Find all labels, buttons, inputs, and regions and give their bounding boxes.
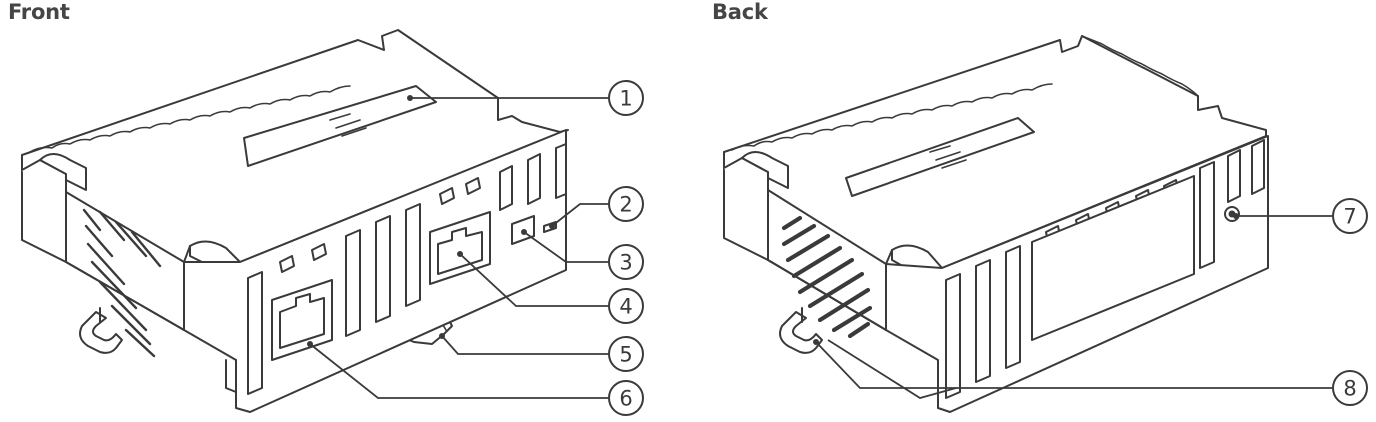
callout-6: 6 xyxy=(307,341,644,416)
callout-1: 1 xyxy=(407,80,644,116)
front-vent-slots xyxy=(82,208,162,358)
callout-5: 5 xyxy=(439,333,644,372)
front-face-fins xyxy=(247,143,567,395)
callout-7: 7 xyxy=(1233,198,1368,234)
callout-4-label: 4 xyxy=(619,295,632,319)
callout-8: 8 xyxy=(813,339,1368,406)
front-device-illustration xyxy=(21,29,569,413)
callout-2-label: 2 xyxy=(619,193,632,217)
callout-3-label: 3 xyxy=(619,251,632,275)
back-vent-slots xyxy=(781,215,873,339)
back-device-illustration xyxy=(723,35,1269,413)
callout-8-label: 8 xyxy=(1343,377,1356,401)
callout-7-label: 7 xyxy=(1343,205,1356,229)
callout-5-label: 5 xyxy=(619,343,632,367)
callout-1-label: 1 xyxy=(619,87,632,111)
callout-3: 3 xyxy=(521,229,644,280)
back-face-fins xyxy=(945,139,1265,399)
callout-6-label: 6 xyxy=(619,387,632,411)
callout-4: 4 xyxy=(457,251,644,324)
callout-2: 2 xyxy=(549,186,644,229)
back-view-heading: Back xyxy=(712,0,768,24)
front-view-heading: Front xyxy=(8,0,70,24)
